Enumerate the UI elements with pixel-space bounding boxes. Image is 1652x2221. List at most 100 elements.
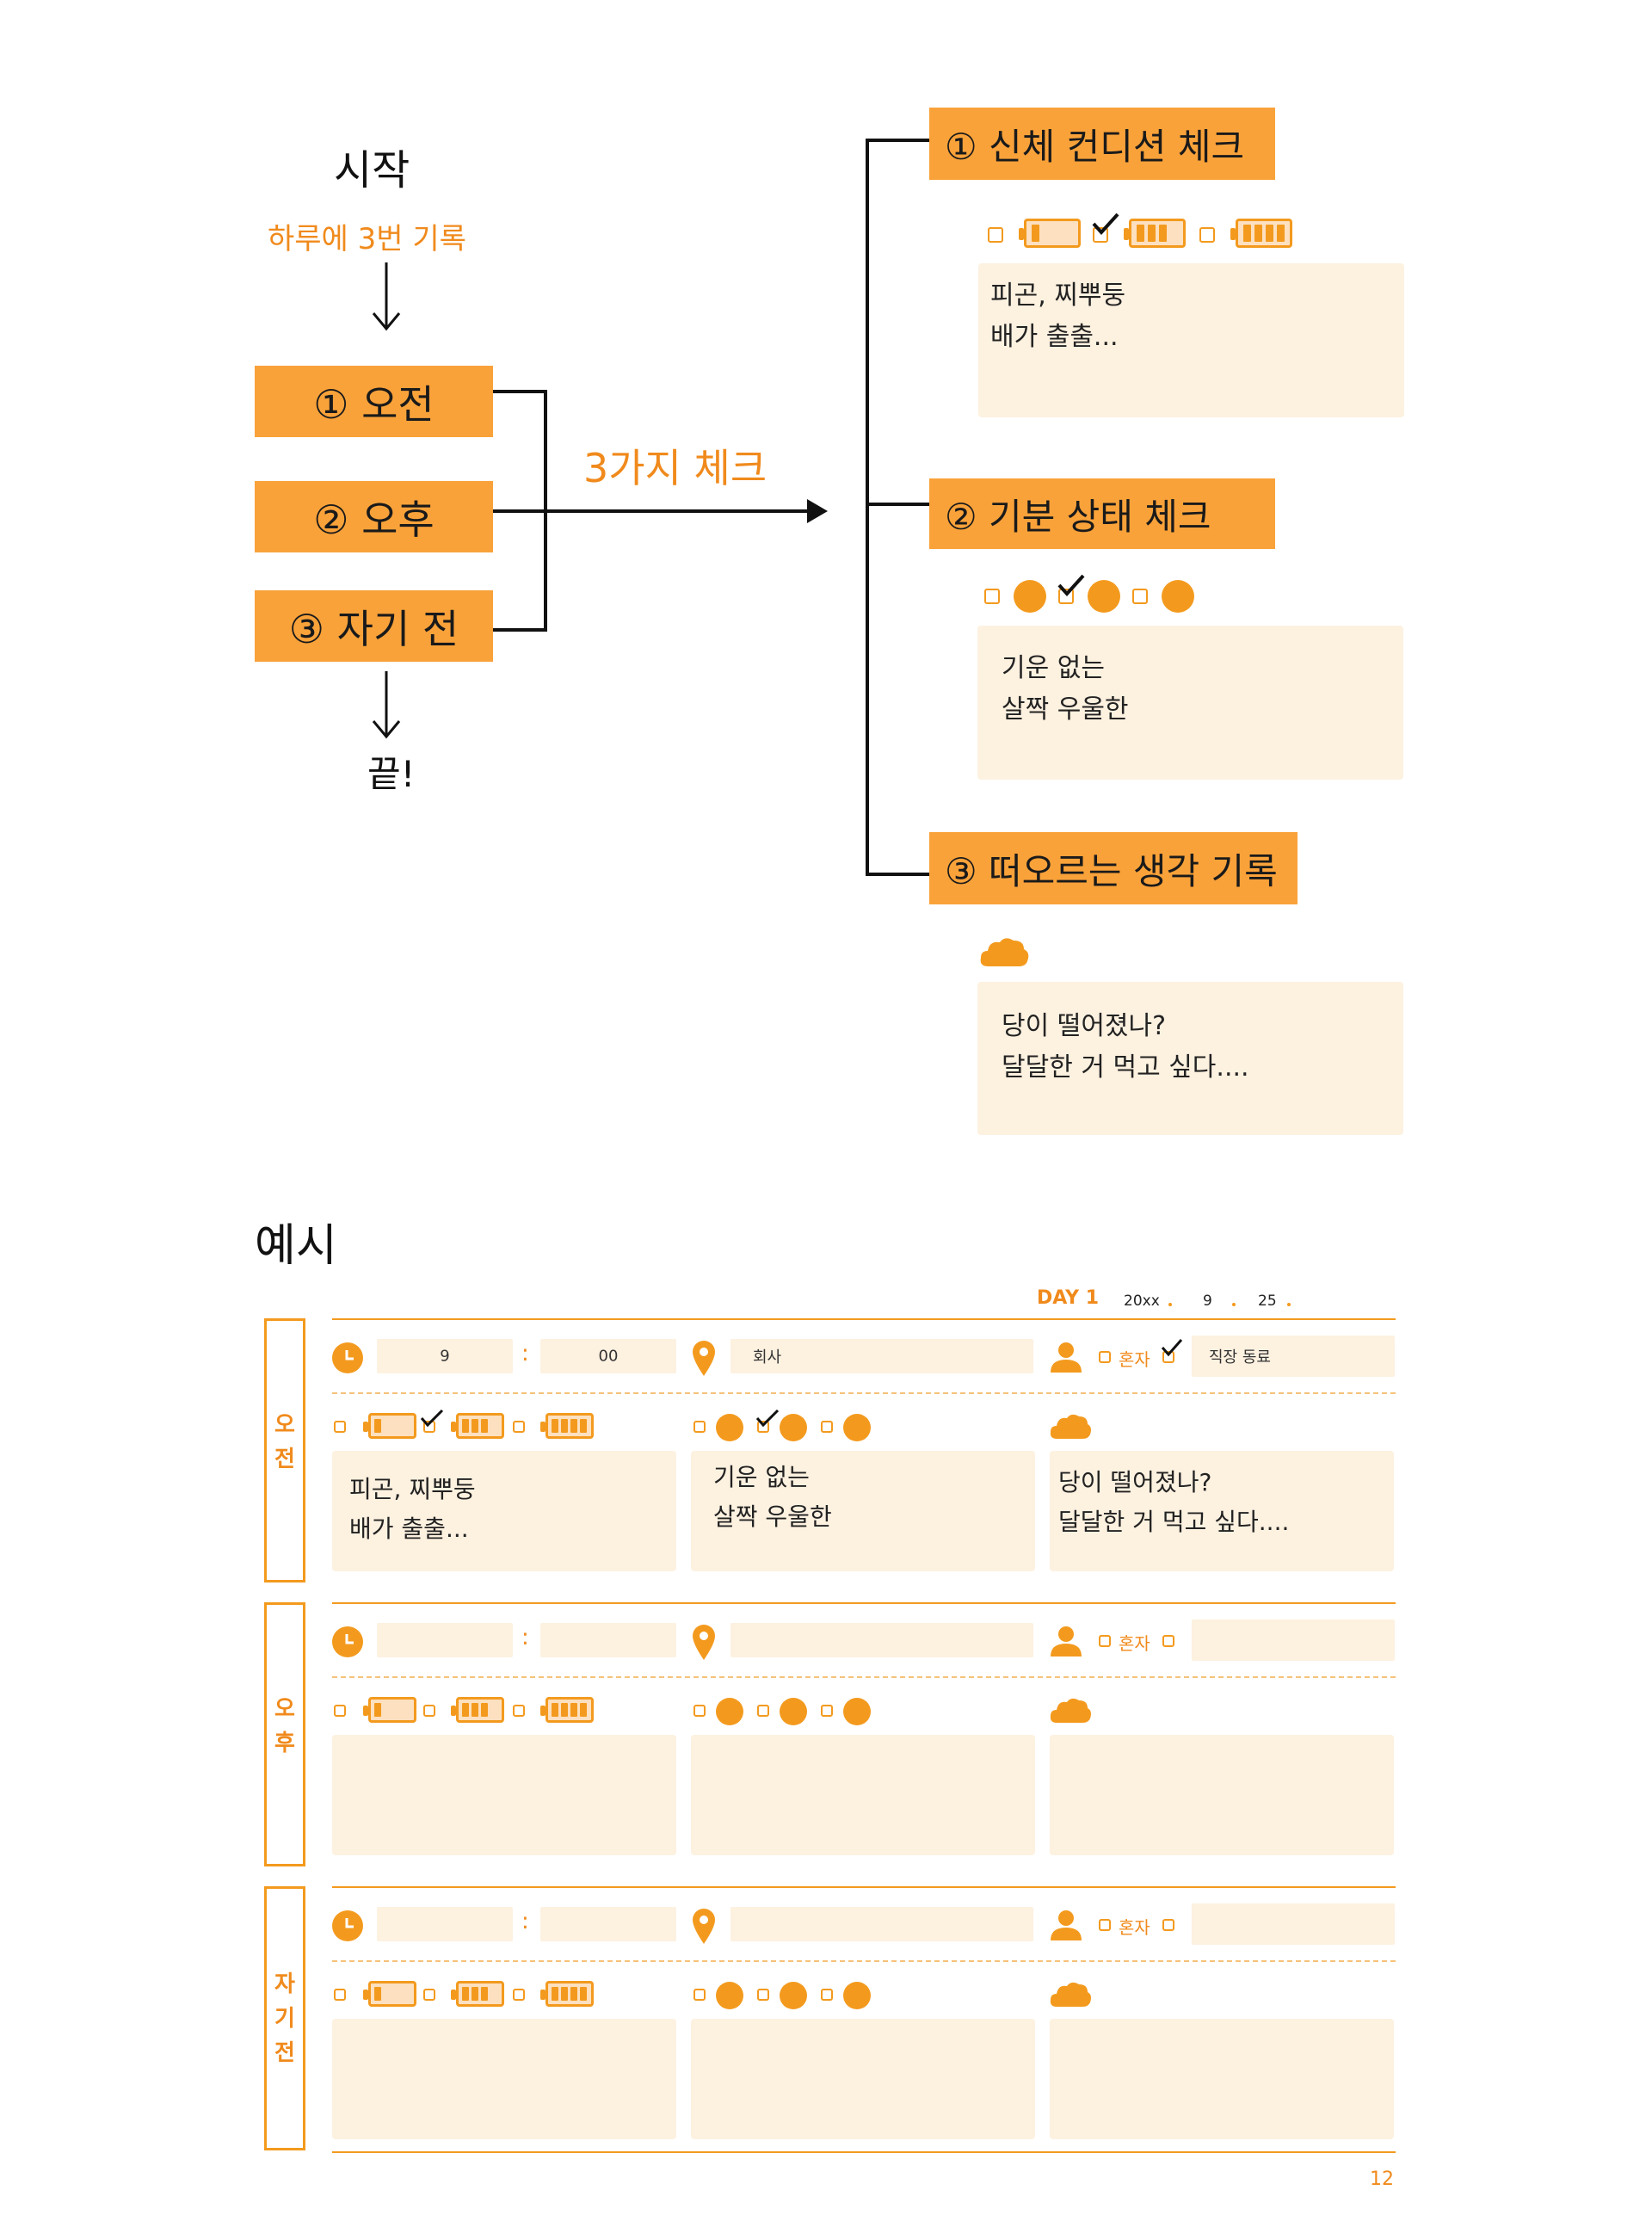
mood-checkbox[interactable] (693, 1989, 706, 2001)
mood-note[interactable] (691, 2019, 1035, 2139)
angry-face-icon (843, 1698, 871, 1725)
check-mark-icon (1161, 1337, 1183, 1358)
companion-field[interactable]: 직장 동료 (1192, 1336, 1395, 1377)
note-line: 기운 없는 (713, 1463, 810, 1491)
minute-value: 00 (598, 1347, 619, 1366)
mood-checkbox[interactable] (821, 1989, 833, 2001)
check-mark-icon (420, 1408, 444, 1428)
flow-arrow-label: 3가지 체크 (583, 445, 767, 491)
battery-low-icon (363, 1981, 416, 2007)
mood-checkbox[interactable] (821, 1705, 833, 1717)
with-checkbox[interactable] (1162, 1351, 1174, 1363)
place-field[interactable] (730, 1907, 1033, 1941)
thought-note[interactable]: 당이 떨어졌나?달달한 거 먹고 싶다.... (1050, 1451, 1394, 1571)
flow-step-afternoon: ② 오후 (255, 481, 493, 552)
physical-note[interactable] (332, 2019, 676, 2139)
note-line: 달달한 거 먹고 싶다.... (1002, 1052, 1249, 1083)
angry-face-icon (843, 1982, 871, 2009)
checkbox[interactable] (1199, 227, 1215, 243)
angry-face-icon (1162, 580, 1194, 613)
smile-face-icon (1014, 580, 1046, 613)
section-top-rule (332, 1318, 1396, 1320)
alone-checkbox[interactable] (1099, 1635, 1111, 1647)
time-colon: : (521, 1909, 529, 1934)
cloud-icon (1050, 1695, 1093, 1726)
battery-full-icon (540, 1697, 594, 1723)
battery-checkbox[interactable] (334, 1705, 346, 1717)
minute-field[interactable]: 00 (540, 1339, 676, 1373)
battery-checkbox[interactable] (334, 1989, 346, 2001)
date-separator (1232, 1303, 1236, 1306)
hour-value: 9 (440, 1347, 450, 1366)
section-label-char: 자 (274, 1971, 295, 1997)
battery-mid-icon (451, 1697, 504, 1723)
battery-checkbox[interactable] (513, 1421, 525, 1433)
sheet-bottom-rule (332, 2151, 1396, 2153)
angry-face-icon (843, 1414, 871, 1441)
battery-checkbox[interactable] (423, 1989, 435, 2001)
physical-note[interactable] (332, 1735, 676, 1855)
checkbox[interactable] (988, 227, 1003, 243)
battery-checkbox[interactable] (423, 1705, 435, 1717)
flow-step-bedtime-label: ③ 자기 전 (288, 605, 459, 652)
companion-field[interactable] (1192, 1903, 1395, 1945)
sad-face-icon (780, 1698, 807, 1725)
check-thought-title: ③ 떠오르는 생각 기록 (929, 832, 1298, 904)
clock-icon (332, 1910, 363, 1941)
checkbox[interactable] (1132, 589, 1148, 604)
hour-field[interactable]: 9 (377, 1339, 513, 1373)
minute-field[interactable] (540, 1623, 676, 1657)
minute-field[interactable] (540, 1907, 676, 1941)
flow-step-afternoon-label: ② 오후 (313, 496, 435, 543)
companion-field[interactable] (1192, 1619, 1395, 1661)
location-pin-icon (691, 1623, 717, 1661)
section-top-rule (332, 1602, 1396, 1604)
section-label-char: 전 (274, 2040, 295, 2066)
clock-icon (332, 1342, 363, 1373)
with-checkbox[interactable] (1162, 1635, 1174, 1647)
battery-checkbox[interactable] (513, 1989, 525, 2001)
mood-note[interactable] (691, 1735, 1035, 1855)
place-field[interactable]: 회사 (730, 1339, 1033, 1373)
cloud-icon (1050, 1411, 1093, 1442)
with-checkbox[interactable] (1162, 1919, 1174, 1931)
page-number: 12 (1370, 2169, 1394, 2190)
section-label-char: 오 (274, 1696, 295, 1722)
check-physical-note: 피곤, 찌뿌둥 배가 출출... (978, 263, 1404, 417)
section-label-char: 오 (274, 1412, 295, 1438)
alone-checkbox[interactable] (1099, 1351, 1111, 1363)
battery-checkbox[interactable] (513, 1705, 525, 1717)
section-dashed-rule (332, 1960, 1396, 1962)
alone-checkbox[interactable] (1099, 1919, 1111, 1931)
place-field[interactable] (730, 1623, 1033, 1657)
mood-checkbox[interactable] (693, 1705, 706, 1717)
section-dashed-rule (332, 1392, 1396, 1394)
mood-checkbox[interactable] (757, 1705, 769, 1717)
thought-note[interactable] (1050, 1735, 1394, 1855)
battery-full-icon (540, 1981, 594, 2007)
section-top-rule (332, 1886, 1396, 1888)
mood-checkbox[interactable] (821, 1421, 833, 1433)
flow-start-label: 시작 (334, 146, 410, 194)
checkbox[interactable] (984, 589, 1000, 604)
date-separator (1168, 1303, 1172, 1306)
mood-checkbox[interactable] (757, 1989, 769, 2001)
alone-label: 혼자 (1119, 1917, 1150, 1938)
thought-note[interactable] (1050, 2019, 1394, 2139)
note-line: 피곤, 찌뿌둥 (990, 281, 1126, 311)
cloud-icon (980, 938, 1029, 966)
smile-face-icon (716, 1414, 743, 1441)
companion-value: 직장 동료 (1209, 1348, 1271, 1367)
hour-field[interactable] (377, 1907, 513, 1941)
section-label-char: 기 (274, 2006, 295, 2032)
check-thought-note: 당이 떨어졌나? 달달한 거 먹고 싶다.... (977, 982, 1403, 1135)
time-colon: : (521, 1341, 529, 1367)
mood-checkbox[interactable] (693, 1421, 706, 1433)
battery-checkbox[interactable] (334, 1421, 346, 1433)
battery-low-icon (363, 1697, 416, 1723)
hour-field[interactable] (377, 1623, 513, 1657)
